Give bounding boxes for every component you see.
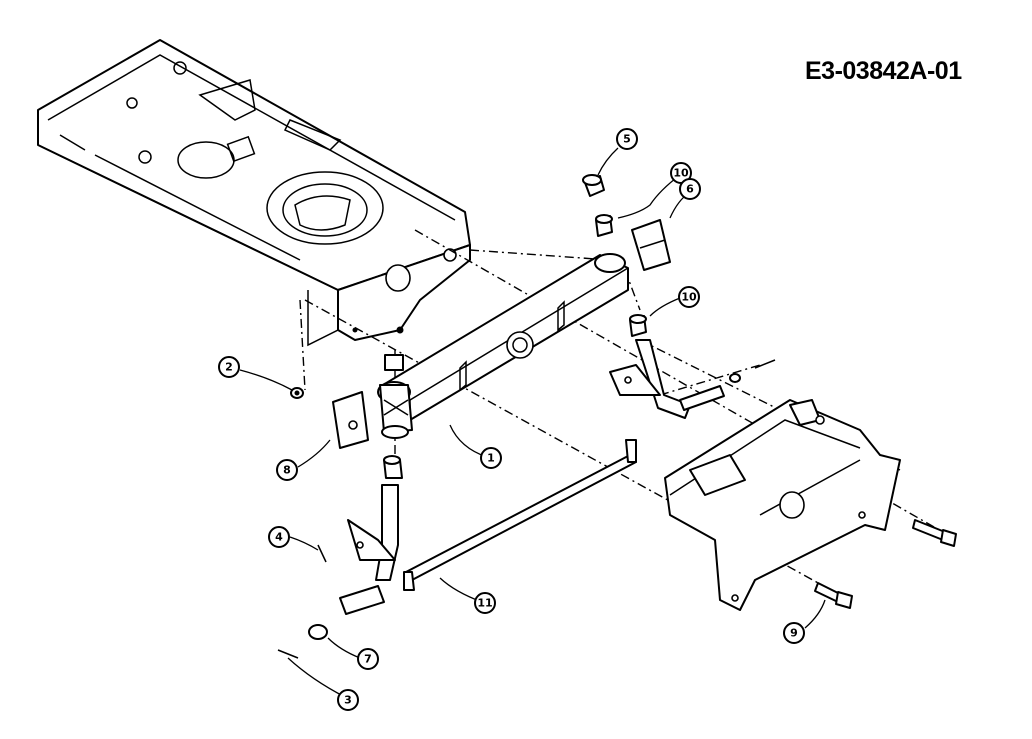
pivot-bolt-9 xyxy=(814,582,853,609)
callout-6: 6 xyxy=(679,178,701,200)
svg-text:11: 11 xyxy=(477,597,492,610)
tie-rod xyxy=(403,439,637,591)
svg-text:6: 6 xyxy=(686,183,694,196)
chassis-frame xyxy=(37,39,471,347)
callout-5: 5 xyxy=(616,128,638,150)
left-spindle-housing xyxy=(379,354,413,439)
svg-text:7: 7 xyxy=(364,653,372,666)
callout-10-lower: 10 xyxy=(678,286,700,308)
callout-2: 2 xyxy=(218,356,240,378)
bushing-10-lower xyxy=(629,314,647,337)
right-spindle xyxy=(609,339,776,419)
svg-text:8: 8 xyxy=(283,464,291,477)
axle-pivot-bracket xyxy=(664,399,901,611)
svg-text:10: 10 xyxy=(673,167,689,180)
bushing-10-upper xyxy=(595,214,613,237)
callout-7: 7 xyxy=(357,648,379,670)
callout-4: 4 xyxy=(268,526,290,548)
svg-text:9: 9 xyxy=(790,627,798,640)
sleeve-8 xyxy=(332,391,369,449)
callout-3: 3 xyxy=(337,689,359,711)
document-code: E3-03842A-01 xyxy=(805,57,962,85)
callout-1: 1 xyxy=(480,447,502,469)
svg-text:5: 5 xyxy=(623,133,631,146)
svg-text:3: 3 xyxy=(344,694,352,707)
bushing-5 xyxy=(582,174,605,197)
pin-4 xyxy=(317,544,327,563)
left-spindle xyxy=(277,484,399,659)
callout-8: 8 xyxy=(276,459,298,481)
svg-text:4: 4 xyxy=(275,531,283,544)
pivot-bolt-upper xyxy=(912,519,957,547)
callout-11: 11 xyxy=(474,592,496,614)
svg-text:1: 1 xyxy=(487,452,495,465)
svg-text:10: 10 xyxy=(681,291,697,304)
screw-2 xyxy=(290,387,304,399)
callout-9: 9 xyxy=(783,622,805,644)
svg-text:2: 2 xyxy=(225,361,233,374)
sleeve-6 xyxy=(631,219,671,271)
bushing-lower-left xyxy=(383,455,403,479)
